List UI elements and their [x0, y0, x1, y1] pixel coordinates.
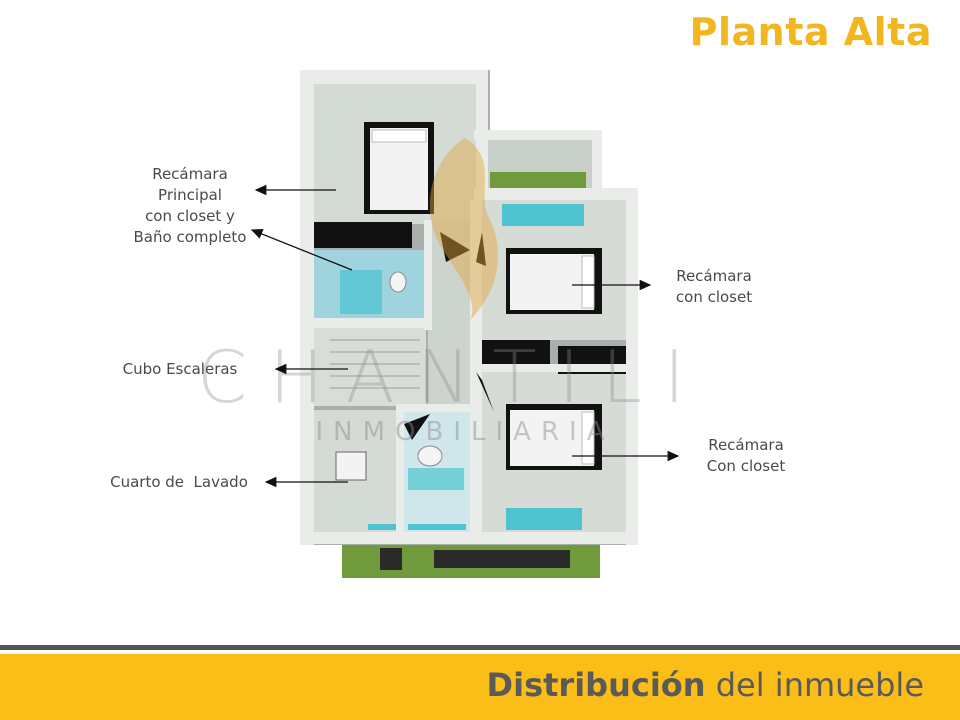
watermark-sub: INMOBILIARIA — [316, 417, 615, 447]
watermark-brand: CHANTILI — [197, 335, 707, 419]
window-2 — [506, 508, 582, 530]
label-master-line-2: Principal — [158, 186, 222, 204]
patio-bench-right — [434, 550, 570, 568]
window-3 — [368, 524, 400, 530]
page-title: Planta Alta — [689, 10, 932, 54]
washer — [335, 451, 367, 481]
master-bed — [364, 122, 434, 214]
label-bedroom-1-line-2: con closet — [675, 288, 753, 306]
label-master-line-3: con closet y — [145, 207, 235, 225]
label-laundry: Cuarto de Lavado — [110, 473, 248, 491]
door-swing-3 — [476, 372, 494, 412]
label-master-line-1: Recámara — [152, 165, 228, 183]
door-swing-1 — [440, 232, 470, 262]
door-swing-2 — [476, 232, 486, 266]
label-bedroom-2: Recámara Con closet — [686, 435, 806, 477]
label-master-bedroom: Recámara Principal con closet y Baño com… — [120, 164, 260, 248]
footer-title-rest: del inmueble — [705, 666, 924, 704]
label-bedroom-2-line-2: Con closet — [706, 457, 786, 475]
footer-title: Distribución del inmueble — [487, 666, 924, 704]
master-closet — [312, 222, 412, 248]
door-swing-4 — [404, 414, 430, 440]
watermark-logo — [429, 138, 499, 320]
patio-bench-left — [380, 548, 402, 570]
master-bath-shower — [340, 270, 382, 314]
footer-bar: Distribución del inmueble — [0, 654, 960, 720]
master-bath-toilet — [389, 271, 407, 293]
label-bedroom-1-line-1: Recámara — [676, 267, 752, 285]
balcony-grass — [490, 172, 586, 192]
footer-title-bold: Distribución — [486, 666, 706, 704]
shower-glass — [408, 468, 464, 490]
bed-1 — [506, 248, 602, 314]
window-4 — [408, 524, 466, 530]
stairs-floor — [314, 326, 426, 406]
label-master-line-4: Baño completo — [133, 228, 247, 246]
label-bedroom-2-line-1: Recámara — [708, 436, 784, 454]
bed-2 — [506, 404, 602, 470]
toilet — [417, 445, 443, 467]
footer-divider — [0, 645, 960, 650]
window-1 — [502, 204, 584, 226]
label-stairs: Cubo Escaleras — [122, 360, 238, 378]
arrow-master-bath — [250, 229, 353, 271]
label-bedroom-1: Recámara con closet — [654, 266, 774, 308]
